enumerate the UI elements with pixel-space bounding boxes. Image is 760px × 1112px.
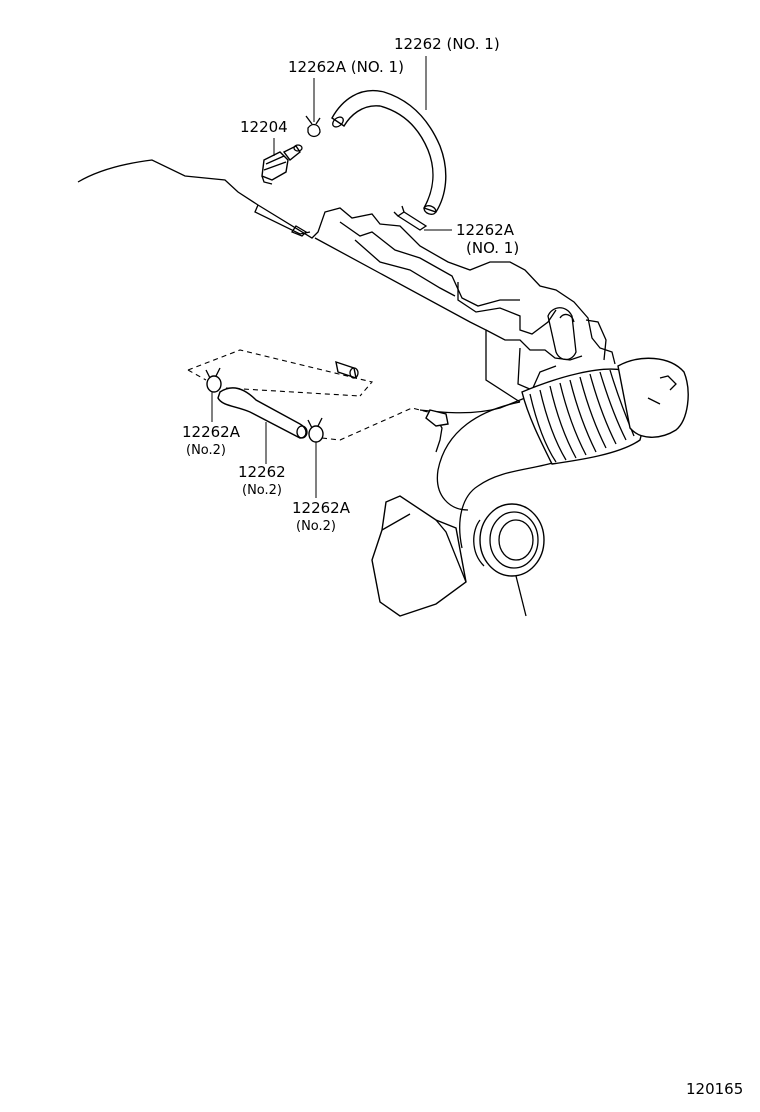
label-clamp-no2-right: 12262A: [292, 499, 351, 517]
clamp-no2-right: [307, 417, 324, 443]
small-pipe: [335, 360, 359, 380]
label-clamp-no2-right-sub: (No.2): [296, 519, 336, 534]
air-intake-duct: [419, 357, 689, 617]
label-hose-no2: 12262: [238, 463, 286, 481]
engine-outline: [77, 159, 616, 403]
label-valve: 12204: [240, 118, 288, 136]
label-clamp-no2-left: 12262A: [182, 423, 241, 441]
label-clamp-no1-top: 12262A (NO. 1): [288, 58, 404, 76]
label-clamp-no1-right-sub: (NO. 1): [466, 239, 519, 257]
label-clamp-no1-right: 12262A: [456, 221, 515, 239]
no2-group-outline: [187, 349, 429, 441]
leader-lines: [211, 56, 452, 498]
label-hose-no2-sub: (No.2): [242, 483, 282, 498]
hose-no2: [217, 387, 308, 439]
pcv-valve: [261, 144, 303, 185]
label-hose-no1: 12262 (NO. 1): [394, 35, 500, 53]
figure-number: 120165: [686, 1080, 743, 1098]
clamp-no1-top: [305, 115, 321, 138]
hose-no1: [331, 90, 447, 215]
bracket: [371, 495, 467, 617]
clamp-no1-right: [393, 205, 428, 231]
clamp-no2-left: [205, 367, 222, 393]
label-clamp-no2-left-sub: (No.2): [186, 443, 226, 458]
